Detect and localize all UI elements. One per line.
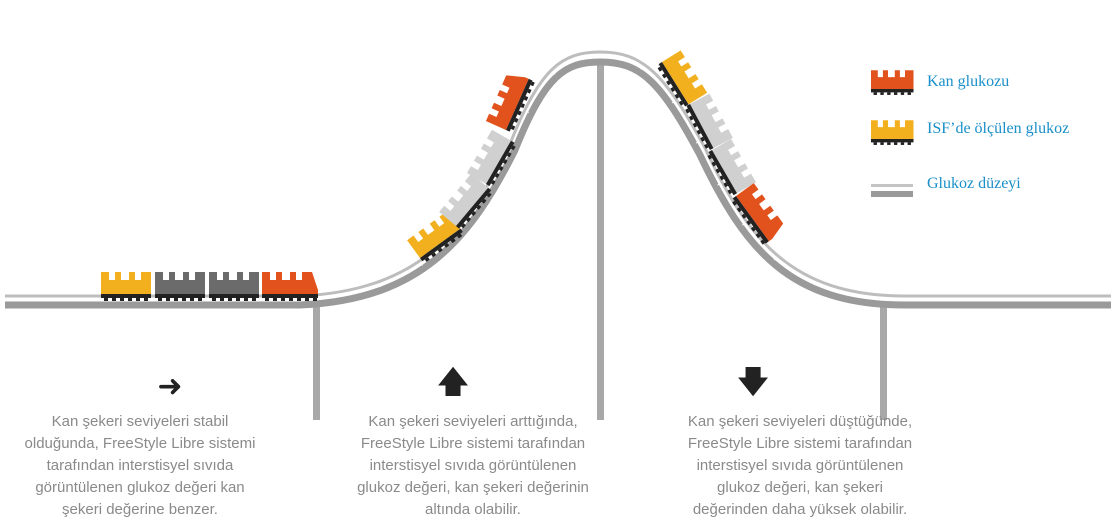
caption-rising: Kan şekeri seviyeleri arttığında, FreeSt… [328,411,618,521]
isf-glucose-cart [101,272,151,301]
caption-line: glukoz değeri, kan şekeri [717,479,883,496]
arrow-up-icon: 🡅 [437,365,469,400]
support-pole [597,62,604,420]
caption-line: glukoz değeri, kan şekeri değerinin [357,479,589,496]
past-cart [685,93,733,151]
past-cart [209,272,259,301]
track-line-icon [871,184,913,197]
caption-line: Kan şekeri seviyeleri arttığında, [368,413,578,430]
caption-line: FreeStyle Libre sistemi tarafından [360,435,586,452]
caption-line: olduğunda, FreeStyle Libre sistemi [24,435,256,452]
blood-glucose-cart [485,75,535,132]
caption-line: Kan şekeri seviyeleri stabil [51,413,229,430]
caption-line: şekeri değerine benzer. [62,501,218,518]
past-cart [707,139,757,196]
caption-line: tarafından interstisyel sıvıda [46,457,234,474]
caption-line: altında olabilir. [425,501,521,518]
legend-label-isf-glucose: ISF’de ölçülen glukoz [927,120,1070,137]
past-cart [155,272,205,301]
past-cart [466,129,516,186]
blood-glucose-cart [732,183,784,245]
blood-glucose-cart [262,272,318,301]
support-pole [313,305,320,420]
caption-line: değerinden daha yüksek olabilir. [692,501,908,518]
isf-glucose-cart [407,210,463,262]
yellow-cart-icon [871,120,914,145]
caption-line: FreeStyle Libre sistemi tarafından [687,435,913,452]
legend-label-blood-glucose: Kan glukozu [927,73,1010,90]
caption-falling: Kan şekeri seviyeleri düştüğünde, FreeSt… [655,411,945,521]
past-cart [439,173,492,229]
caption-line: Kan şekeri seviyeleri düştüğünde, [687,413,913,430]
caption-line: interstisyel sıvıda görüntülenen [696,457,904,474]
isf-glucose-cart [657,50,708,107]
carts [101,50,784,301]
caption-line: görüntülenen glukoz değeri kan [35,479,245,496]
caption-stable: Kan şekeri seviyeleri stabil olduğunda, … [0,411,280,521]
support-pole [880,305,887,420]
legend-label-glucose-level: Glukoz düzeyi [927,175,1021,192]
orange-cart-icon [871,70,914,95]
support-poles [313,62,887,420]
arrow-down-icon: 🡇 [737,365,769,400]
arrow-right-icon: ➜ [157,369,183,404]
legend-icons [871,70,914,197]
caption-line: interstisyel sıvıda görüntülenen [369,457,577,474]
